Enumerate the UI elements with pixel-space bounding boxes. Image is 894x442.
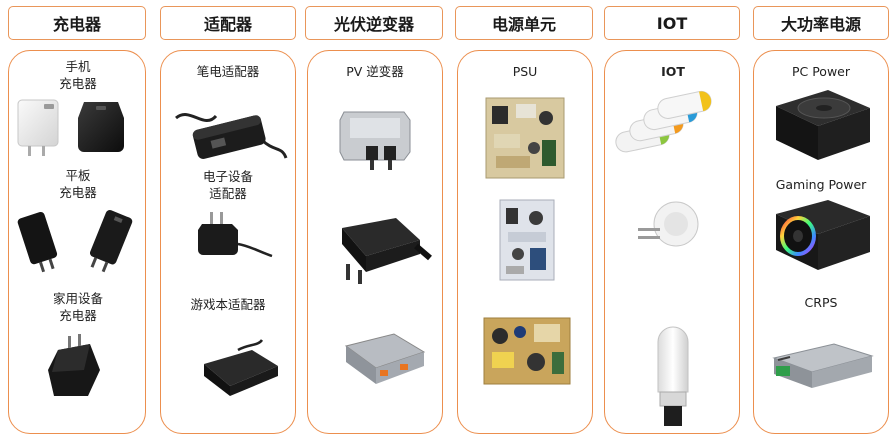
iot-plug-image bbox=[638, 201, 699, 247]
electronic-device-adapter-label: 电子设备适配器 bbox=[202, 169, 253, 201]
gaming-power-image bbox=[776, 200, 870, 270]
pv-inverter-image-1 bbox=[339, 111, 411, 170]
laptop-adapter-label: 笔电适配器 bbox=[196, 64, 260, 79]
pc-power-label: PC Power bbox=[791, 64, 851, 79]
pv-inverter-image-3 bbox=[344, 333, 426, 384]
column-header-chargers: 充电器 bbox=[8, 6, 146, 40]
phone-charger-label: 手机充电器 bbox=[59, 59, 97, 91]
iot-antenna-image bbox=[657, 326, 689, 426]
home-device-charger-label: 家用设备充电器 bbox=[52, 291, 103, 323]
column-header-pv-inverters: 光伏逆变器 bbox=[305, 6, 443, 40]
gaming-power-label: Gaming Power bbox=[775, 177, 867, 192]
column-header-high-power: 大功率电源 bbox=[753, 6, 889, 40]
gaming-laptop-adapter-image bbox=[204, 339, 278, 396]
psu-board-image-3 bbox=[483, 317, 571, 385]
home-device-charger-image bbox=[48, 334, 100, 396]
iot-sensors-image bbox=[615, 90, 712, 153]
laptop-adapter-image bbox=[175, 113, 288, 159]
crps-image bbox=[772, 343, 874, 388]
psu-label: PSU bbox=[512, 64, 538, 79]
pv-inverter-image-2 bbox=[342, 218, 432, 284]
iot-label: IOT bbox=[661, 64, 685, 79]
tablet-charger-image bbox=[17, 210, 133, 273]
pv-inverter-label: PV 逆变器 bbox=[346, 64, 404, 79]
column-header-iot: IOT bbox=[604, 6, 740, 40]
column-header-power-units: 电源单元 bbox=[455, 6, 593, 40]
crps-label: CRPS bbox=[804, 295, 838, 310]
pc-power-image bbox=[776, 90, 870, 160]
gaming-laptop-adapter-label: 游戏本适配器 bbox=[190, 297, 266, 312]
tablet-charger-label: 平板充电器 bbox=[59, 168, 97, 200]
psu-board-image-1 bbox=[485, 97, 565, 179]
electronic-device-adapter-image bbox=[198, 212, 273, 258]
column-header-adapters: 适配器 bbox=[160, 6, 296, 40]
phone-charger-image bbox=[17, 99, 124, 156]
psu-board-image-2 bbox=[499, 199, 555, 281]
